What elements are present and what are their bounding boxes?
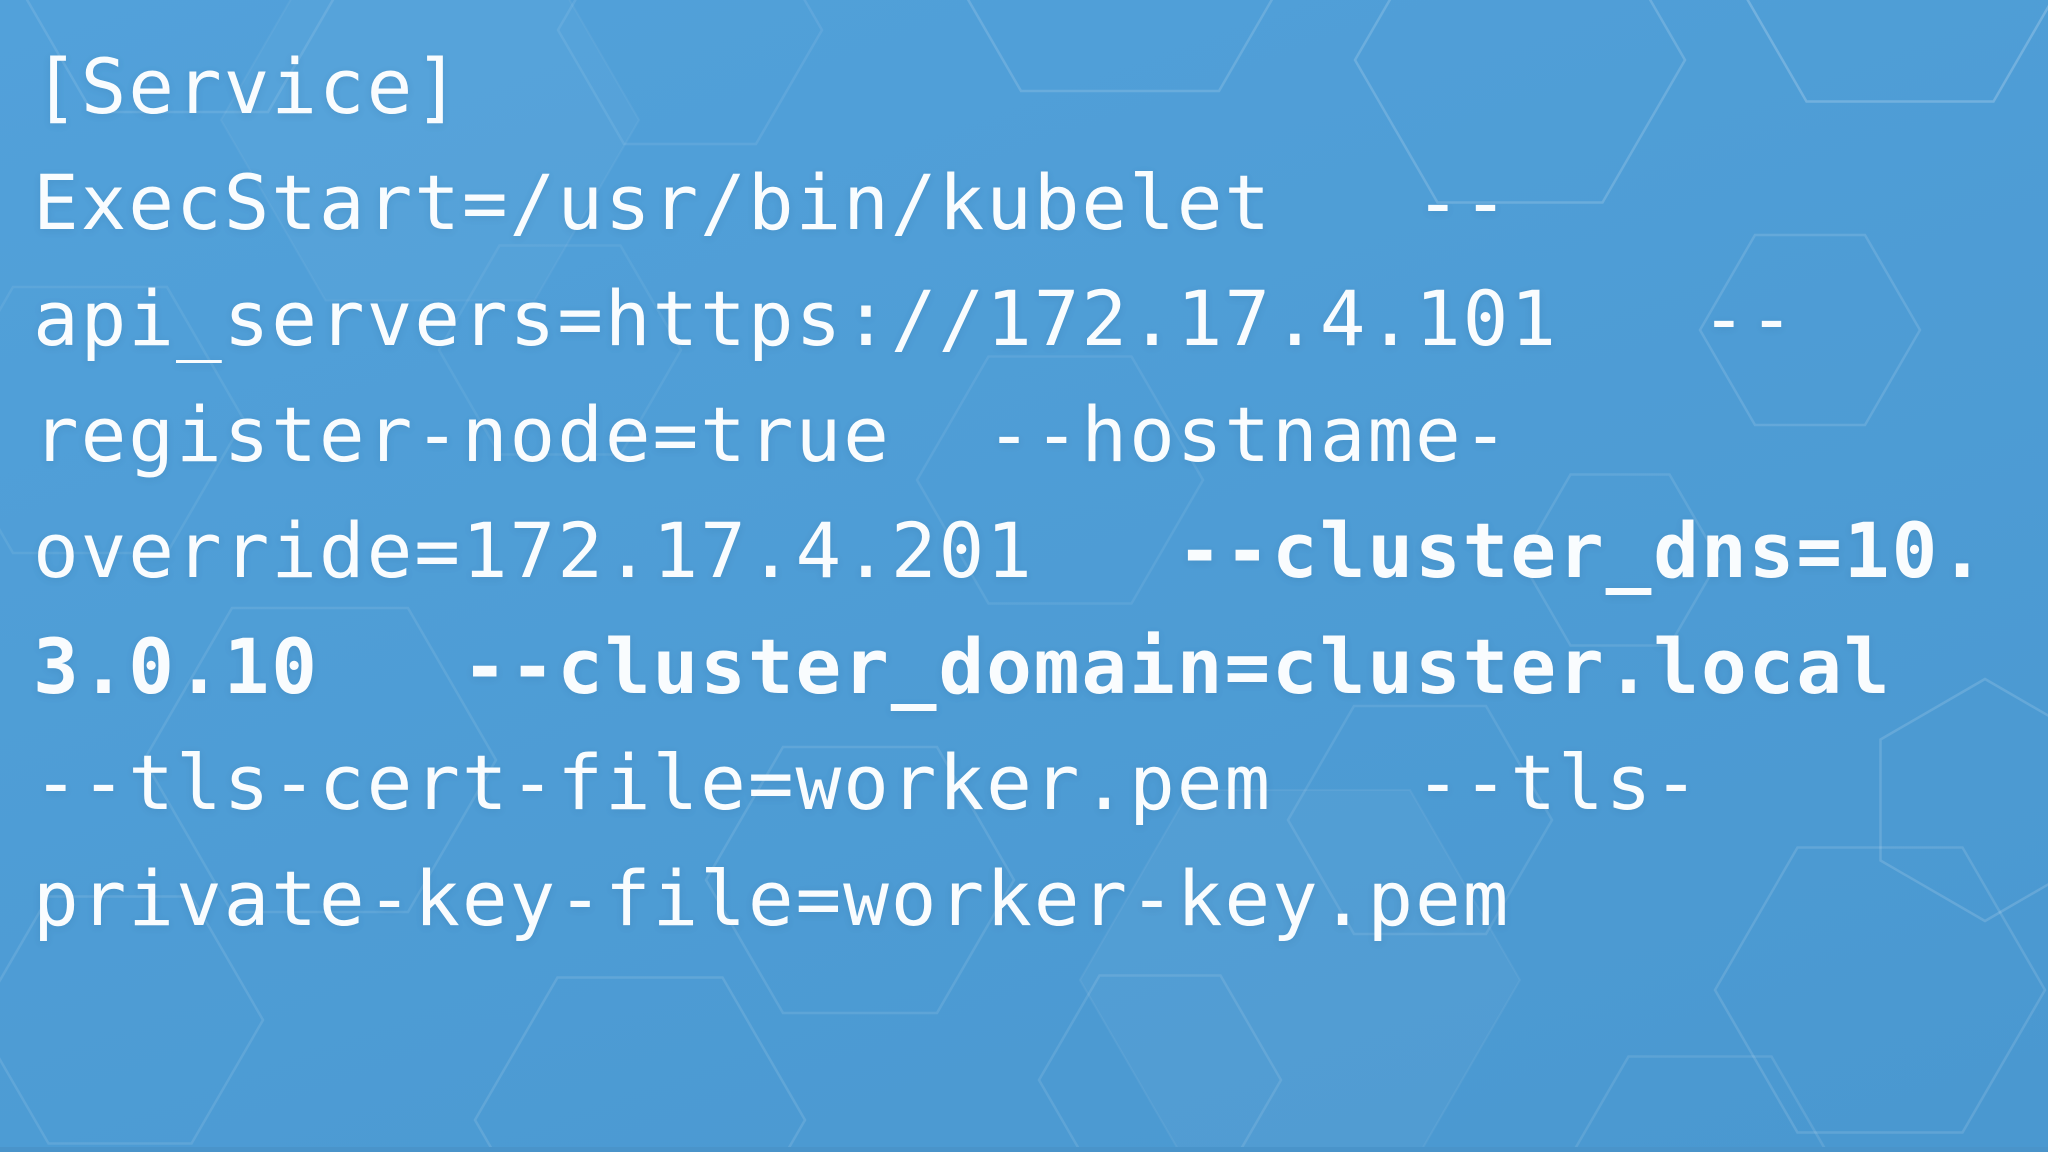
config-text-segment: api_servers=https://172.17.4.101 -- — [33, 274, 1797, 363]
config-line: ExecStart=/usr/bin/kubelet -- — [33, 145, 1987, 261]
config-text-segment: private-key-file=worker-key.pem — [33, 854, 1511, 943]
hexagon-shape — [473, 975, 807, 1152]
hexagon-shape — [1555, 1054, 1845, 1152]
config-line: api_servers=https://172.17.4.101 -- — [33, 261, 1987, 377]
config-line: 3.0.10 --cluster_domain=cluster.local — [33, 609, 1987, 725]
config-text-segment: [Service] — [33, 42, 462, 131]
config-line: register-node=true --hostname- — [33, 377, 1987, 493]
config-text-segment-bold: 3.0.10 --cluster_domain=cluster.local — [33, 622, 1892, 711]
config-line: --tls-cert-file=worker.pem --tls- — [33, 725, 1987, 841]
bottom-edge-bar — [0, 1147, 2048, 1152]
config-text-segment: --tls-cert-file=worker.pem --tls- — [33, 738, 1701, 827]
config-text-segment: ExecStart=/usr/bin/kubelet -- — [33, 158, 1511, 247]
config-line: [Service] — [33, 29, 1987, 145]
service-config-text: [Service] ExecStart=/usr/bin/kubelet -- ap… — [33, 29, 1987, 957]
config-line: override=172.17.4.201 --cluster_dns=10. — [33, 493, 1987, 609]
config-line: private-key-file=worker-key.pem — [33, 841, 1987, 957]
config-text-segment: register-node=true --hostname- — [33, 390, 1511, 479]
config-text-segment-bold: --cluster_dns=10. — [1176, 506, 1987, 595]
config-text-segment: override=172.17.4.201 — [33, 506, 1177, 595]
